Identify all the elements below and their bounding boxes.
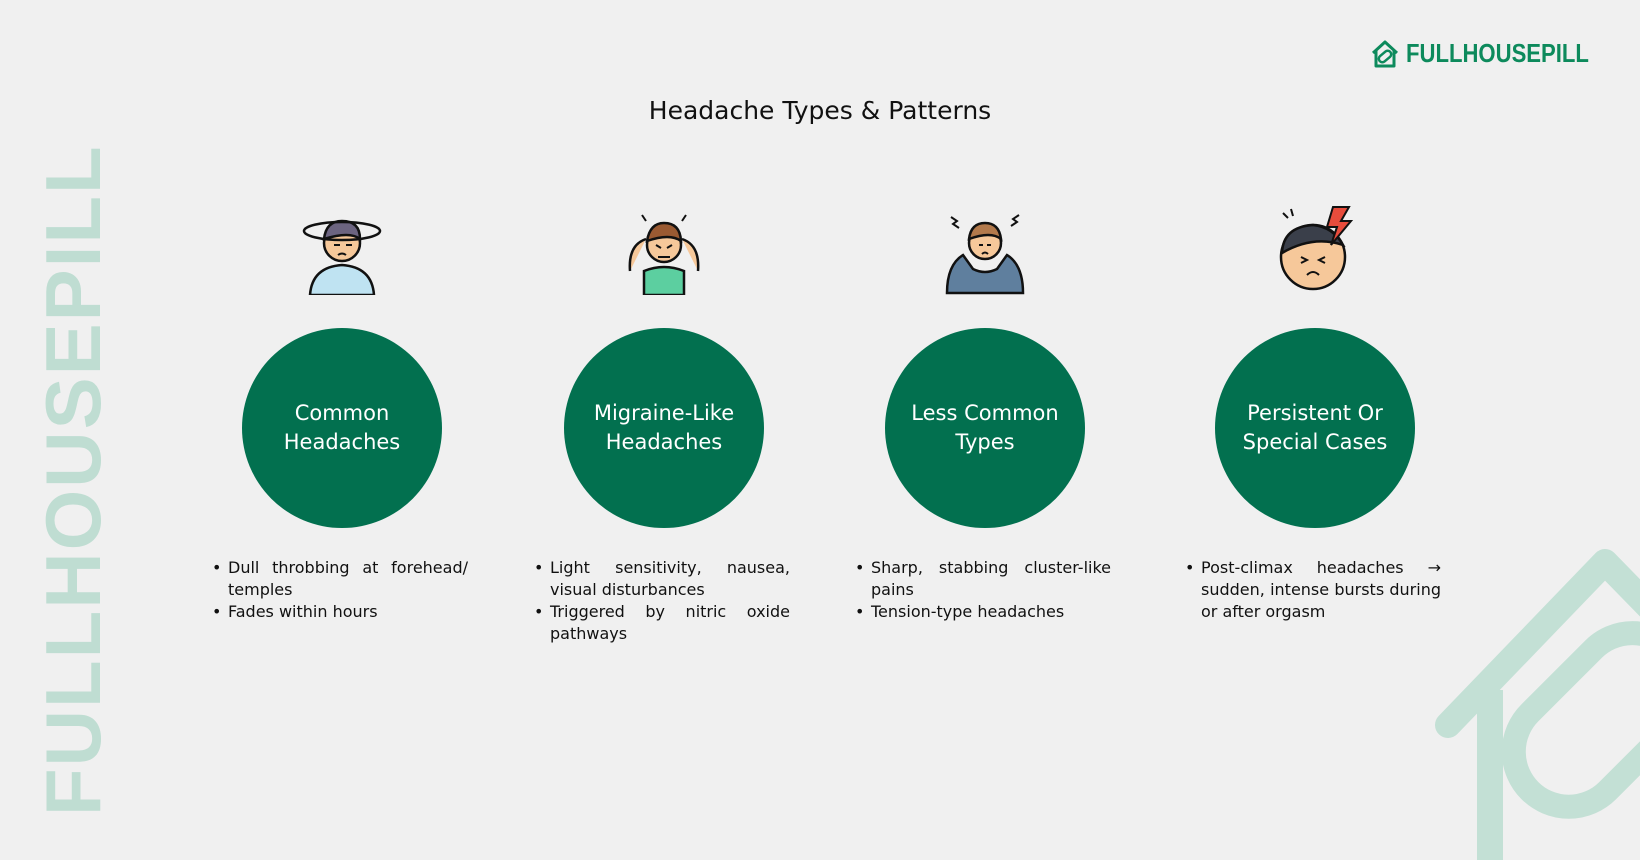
bullet-list: Sharp, stabbing cluster-like pains Tensi… — [855, 557, 1111, 623]
bullet-list: Light sensitivity, nausea, visual distur… — [534, 557, 790, 645]
dizzy-person-icon — [302, 219, 382, 295]
bullet-item: Fades within hours — [212, 601, 468, 623]
head-holding-person-icon — [945, 214, 1025, 295]
category-circle: Common Headaches — [242, 328, 442, 528]
category-circle: Persistent Or Special Cases — [1215, 328, 1415, 528]
bullet-list: Post-climax headaches → sudden, intense … — [1185, 557, 1441, 623]
bullet-list: Dull throbbing at forehead/ temples Fade… — [212, 557, 468, 623]
bullet-item: Dull throbbing at forehead/ temples — [212, 557, 468, 601]
watermark: FULLHOUSEPILL — [29, 144, 117, 816]
bullet-item: Tension-type headaches — [855, 601, 1111, 623]
brand-name: FULLHOUSEPILL — [1406, 38, 1589, 68]
bullet-item: Light sensitivity, nausea, visual distur… — [534, 557, 790, 601]
bullet-item: Sharp, stabbing cluster-like pains — [855, 557, 1111, 601]
bullet-item: Post-climax headaches → sudden, intense … — [1185, 557, 1441, 623]
page-title: Headache Types & Patterns — [648, 96, 992, 125]
bullet-item: Triggered by nitric oxide pathways — [534, 601, 790, 645]
lightning-headache-icon — [1279, 206, 1354, 291]
house-pill-icon — [1371, 40, 1399, 67]
category-circle: Migraine-Like Headaches — [564, 328, 764, 528]
watermark-house-icon — [1435, 549, 1640, 860]
brand-logo: FULLHOUSEPILL — [1370, 38, 1621, 69]
stressed-person-icon — [628, 214, 700, 295]
category-circle: Less Common Types — [885, 328, 1085, 528]
